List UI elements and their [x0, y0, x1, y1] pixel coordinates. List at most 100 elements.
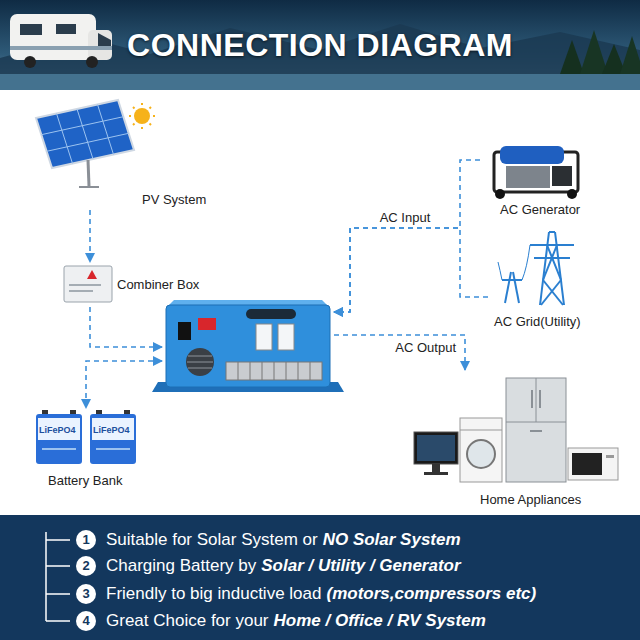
feature-highlight: (motors,compressors etc)	[326, 584, 536, 603]
header-photo	[0, 0, 640, 90]
sun	[133, 107, 135, 109]
rv-vehicle	[24, 56, 36, 68]
sun	[150, 107, 152, 109]
inverter-drawing	[188, 356, 212, 357]
bottom-band	[76, 530, 96, 550]
device-label: Battery Bank	[48, 473, 122, 488]
bottom-band	[0, 515, 640, 640]
rv-vehicle	[20, 24, 42, 35]
inverter-drawing	[286, 362, 287, 380]
appliances-drawing	[414, 432, 458, 464]
header-photo	[0, 24, 640, 90]
header-photo	[580, 30, 608, 74]
header-photo	[620, 36, 640, 74]
device-label: PV System	[142, 192, 206, 207]
rv-vehicle	[98, 33, 111, 47]
device-node: Home Appliances	[410, 370, 625, 510]
generator-drawing	[567, 189, 577, 199]
connector-label: AC Output	[393, 340, 458, 355]
device-node: AC Grid(Utility)	[488, 225, 620, 332]
battery-drawing	[42, 448, 76, 450]
grid-tower-drawing	[502, 279, 522, 281]
bottom-band	[46, 539, 70, 541]
solar-panel	[98, 105, 114, 155]
rv-vehicle	[88, 30, 112, 60]
feature-text: Friendly to big inductive load	[106, 584, 321, 603]
inverter-drawing	[187, 356, 213, 368]
rv-vehicle	[86, 56, 98, 68]
battery-drawing	[36, 410, 136, 464]
bottom-band	[46, 593, 70, 595]
dashed-connector	[86, 361, 162, 408]
feature-row: Suitable for Solar System or NO Solar Sys…	[106, 529, 461, 551]
sun	[153, 115, 155, 117]
appliances-drawing	[568, 448, 618, 480]
rv-vehicle	[56, 24, 76, 34]
battery-drawing	[96, 448, 130, 450]
dashed-connector	[90, 307, 162, 347]
appliances-drawing	[536, 378, 537, 422]
inverter-drawing	[262, 362, 263, 380]
combiner-box-drawing	[69, 284, 101, 286]
inverter-drawing	[238, 362, 310, 380]
dashed-connector	[89, 210, 91, 262]
solar-panel	[36, 100, 134, 168]
grid-tower-drawing	[543, 280, 563, 305]
header-photo	[0, 74, 640, 90]
inverter-drawing	[238, 362, 239, 380]
callout-number: 4	[76, 613, 96, 629]
sun	[150, 124, 152, 126]
generator-drawing	[494, 146, 578, 199]
inverter-drawing	[226, 362, 322, 380]
sun	[129, 103, 155, 129]
appliances-drawing	[531, 390, 533, 408]
appliances-drawing	[606, 455, 614, 458]
battery-drawing	[70, 410, 76, 414]
bottom-band	[76, 611, 96, 631]
rv-vehicle	[10, 14, 96, 60]
solar-panel	[36, 100, 134, 187]
grid-tower-drawing	[543, 245, 557, 280]
inverter-drawing	[186, 348, 214, 376]
inverter-drawing	[310, 362, 311, 380]
rv-vehicle	[10, 14, 112, 68]
battery-brand: LiFePO4	[39, 425, 76, 436]
battery-drawing	[92, 418, 134, 440]
dashed-connector	[334, 335, 465, 370]
appliances-drawing	[572, 453, 602, 475]
device-node: Combiner Box	[60, 262, 202, 307]
generator-drawing	[500, 146, 564, 164]
device-label: AC Grid(Utility)	[494, 314, 581, 329]
grid-tower-drawing	[498, 232, 574, 305]
feature-highlight: NO Solar System	[323, 530, 461, 549]
inverter-drawing	[246, 309, 296, 319]
inverter-drawing	[250, 362, 251, 380]
callout-number: 3	[76, 586, 96, 602]
appliances-drawing	[417, 435, 455, 461]
dashed-connector	[334, 160, 480, 312]
device-label: Combiner Box	[117, 277, 199, 292]
header-photo	[560, 40, 584, 74]
sun	[134, 108, 150, 124]
device-node: AC Generator	[480, 140, 610, 220]
sun	[129, 115, 131, 117]
inverter-drawing	[178, 322, 191, 340]
feature-row: Great Choice for yourHome / Office / RV …	[106, 610, 486, 632]
appliances-drawing	[414, 378, 618, 482]
combiner-box-drawing	[64, 266, 112, 302]
feature-row: Friendly to big inductive load (motors,co…	[106, 583, 536, 605]
generator-drawing	[495, 189, 505, 199]
bottom-band	[76, 584, 96, 604]
generator-drawing	[552, 166, 572, 186]
device-node: PV System	[30, 90, 215, 210]
inverter-drawing	[188, 368, 212, 369]
feature-row: Charging Battery bySolar / Utility / Gen…	[106, 555, 461, 577]
device-label: Home Appliances	[480, 492, 581, 507]
header-photo	[0, 0, 640, 90]
appliances-drawing	[424, 472, 448, 475]
sun	[129, 103, 155, 129]
inverter-drawing	[187, 362, 213, 363]
feature-text: Suitable for Solar System or	[106, 530, 318, 549]
battery-brand: LiFePO4	[93, 425, 130, 436]
appliances-drawing	[460, 430, 502, 431]
